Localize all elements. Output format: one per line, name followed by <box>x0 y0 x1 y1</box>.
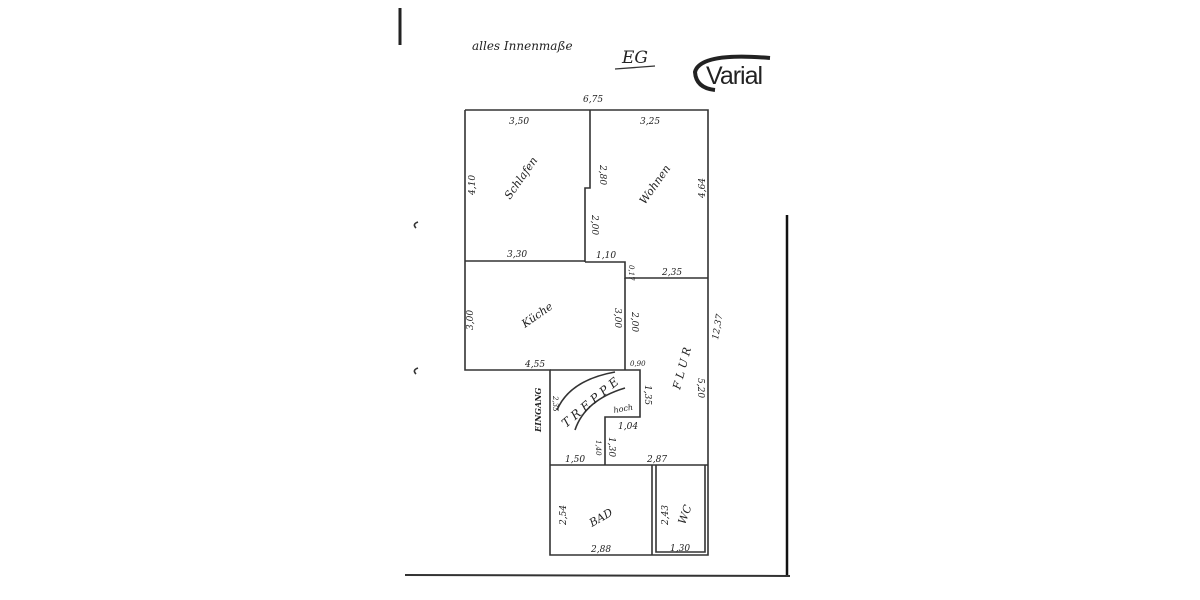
dim: 5,20 <box>695 378 705 398</box>
room-wohnen: Wohnen <box>637 162 673 206</box>
dim: 3,00 <box>612 308 622 328</box>
entrance-label: EINGANG <box>533 387 543 433</box>
dim-total-height: 12,37 <box>711 313 725 340</box>
dim: 1,04 <box>618 422 638 432</box>
room-treppe: T R E P P E <box>559 375 622 431</box>
dim: 2,35 <box>551 395 559 412</box>
dim: 1,35 <box>642 385 652 405</box>
dim: 3,00 <box>466 310 476 330</box>
room-wc: WC <box>676 502 695 526</box>
note-text: alles Innenmaße <box>472 39 573 53</box>
punch-hole-mark <box>413 221 419 229</box>
walls <box>464 109 709 556</box>
punch-hole-mark <box>413 367 419 375</box>
dim: 3,30 <box>507 250 527 260</box>
floor-underline <box>614 65 656 70</box>
dim: 4,55 <box>524 360 545 370</box>
page-bottom-line <box>404 574 791 577</box>
dim-total-width: 6,75 <box>583 95 603 105</box>
dim: 1,50 <box>565 455 585 465</box>
dim: 1,30 <box>670 544 690 554</box>
dim: 3,50 <box>509 117 529 127</box>
dim: 2,88 <box>590 545 611 555</box>
dim: 0,17 <box>627 265 635 281</box>
dimensions: 6,75 3,50 3,25 4,10 2,80 2,00 4,64 3,30 … <box>466 95 725 555</box>
dim: 1,10 <box>596 251 616 261</box>
room-kueche: Küche <box>518 300 555 331</box>
svg-text:Varial: Varial <box>706 62 762 90</box>
room-schlafen: Schlafen <box>502 155 540 202</box>
dim: 2,43 <box>661 505 671 526</box>
dim: 3,25 <box>640 117 660 127</box>
room-flur: F L U R <box>670 346 694 392</box>
dim: 2,00 <box>589 214 599 235</box>
floor-label: EG <box>621 48 648 68</box>
dim: 0,90 <box>630 360 646 368</box>
dim: 2,87 <box>646 455 667 465</box>
varial-logo: Varial <box>692 54 771 92</box>
dim: 1,30 <box>606 437 616 457</box>
room-bad: BAD <box>586 506 615 530</box>
dim: 2,80 <box>597 164 607 185</box>
dim: 4,10 <box>468 175 478 196</box>
dim: 1,40 <box>594 440 602 456</box>
dim: 4,64 <box>698 178 708 199</box>
dim: 2,54 <box>559 505 569 526</box>
dim: 2,00 <box>629 311 639 332</box>
treppe-hoch: hoch <box>613 403 634 415</box>
dim: 2,35 <box>661 268 682 278</box>
